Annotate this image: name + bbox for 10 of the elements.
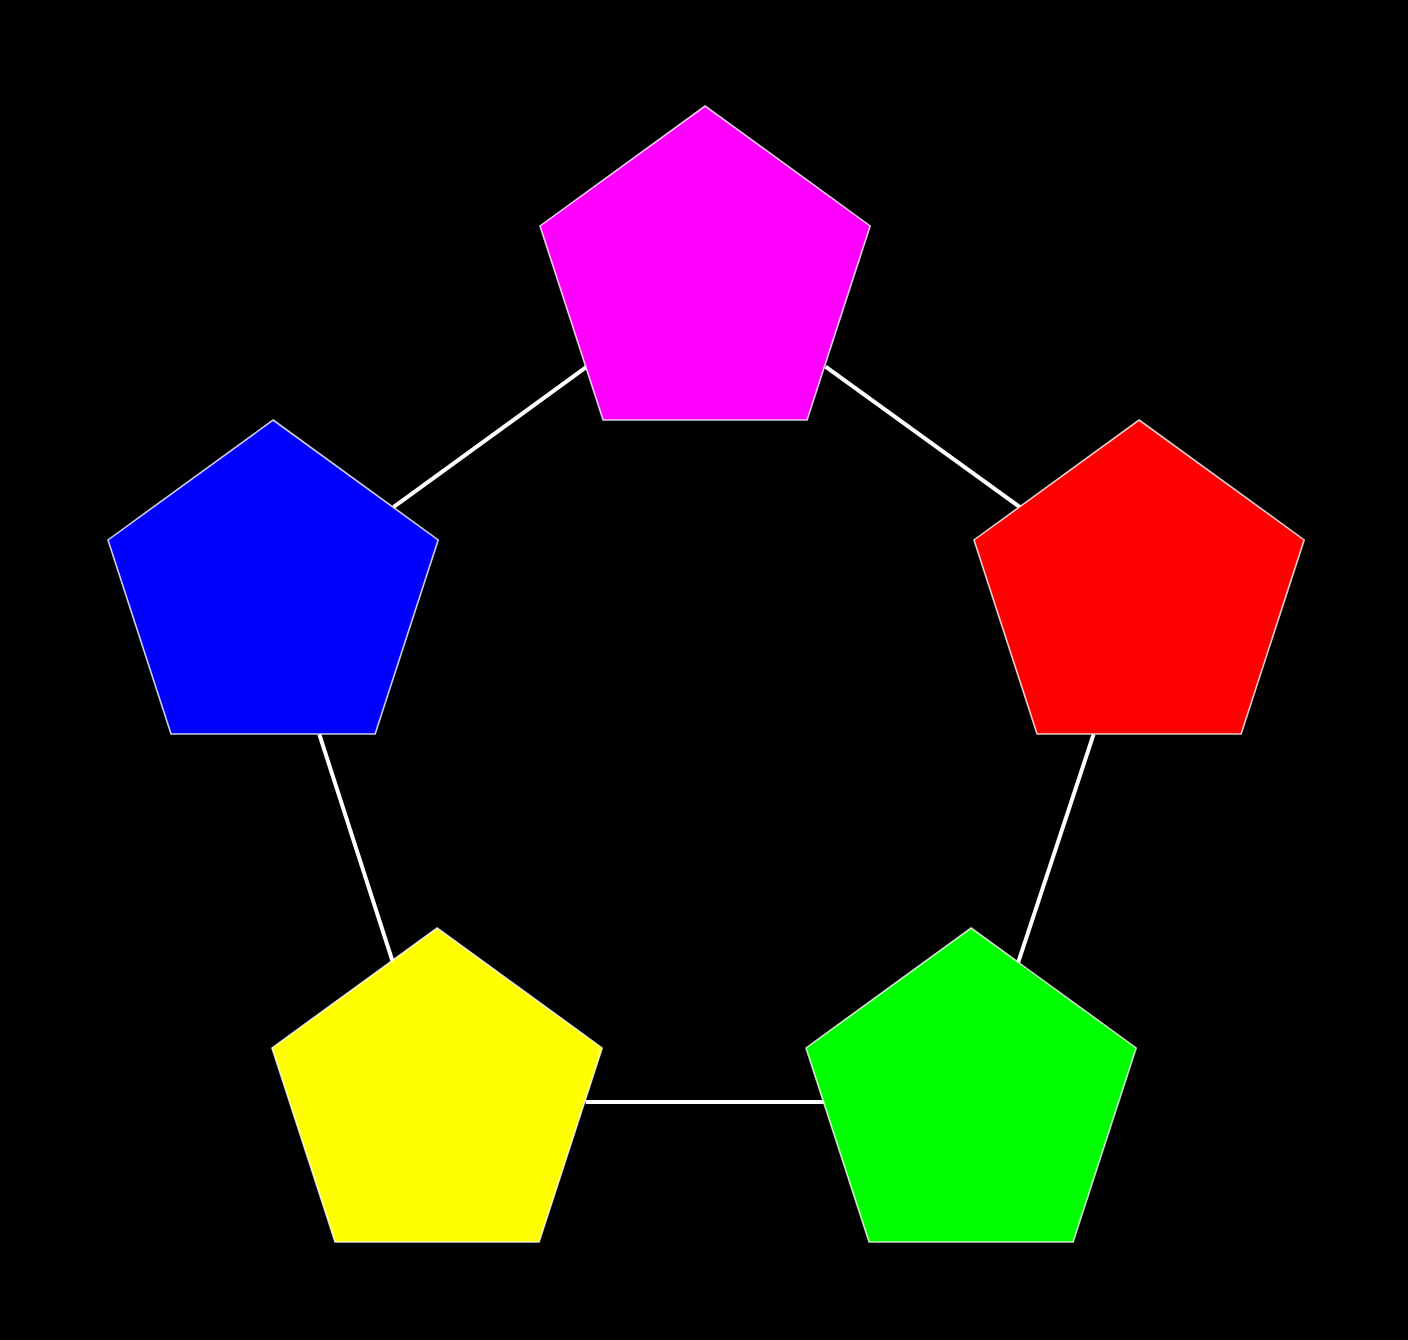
pentagon-node: [540, 106, 872, 421]
connector-line: [317, 733, 395, 962]
pentagon-node: [272, 928, 604, 1243]
connector-line: [392, 365, 588, 509]
pentagon-node: [108, 420, 440, 735]
pentagon-node: [974, 420, 1306, 735]
connector-line: [824, 364, 1022, 509]
connector-line: [585, 1100, 825, 1104]
connector-line: [1016, 733, 1096, 963]
pentagon-node: [806, 928, 1138, 1243]
